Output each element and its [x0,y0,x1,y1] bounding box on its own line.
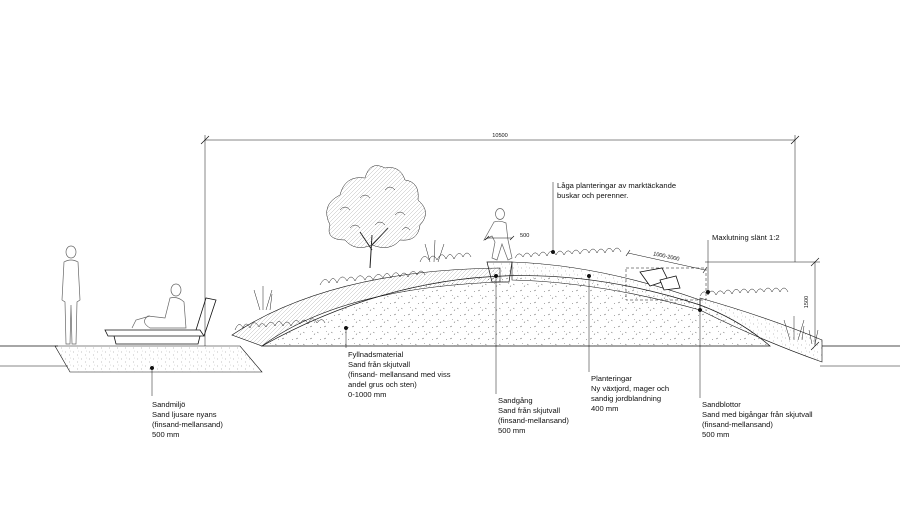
callout-sandgang: Sandgång Sand från skjutvall (finsand-me… [498,396,569,435]
tree [326,165,426,269]
callout-line: 500 mm [152,430,179,439]
person-standing-left [61,245,81,345]
callout-line: Sand ljusare nyans [152,410,217,419]
callout-line: Sand från skjutvall [498,406,560,415]
callout-line: (finsand-mellansand) [152,420,223,429]
callout-line: Planteringar [591,374,632,383]
callout-sandblottor: Sandblottor Sand med bigångar från skjut… [702,400,813,439]
path-width-dimension: 500 [484,233,529,241]
overall-width-label: 10500 [492,133,508,139]
callout-line: 0-1000 mm [348,390,386,399]
callout-line: (finsand-mellansand) [702,420,773,429]
callout-fyllnadsmaterial: Fyllnadsmaterial Sand från skjutvall (fi… [348,350,451,399]
callout-line: 400 mm [591,404,618,413]
overall-width-dimension: 10500 [200,133,800,346]
callout-maxlutning: Maxlutning slänt 1:2 [712,233,780,242]
callout-line: Sandmiljö [152,400,185,409]
callout-line: Sandblottor [702,400,741,409]
callout-line: Sand med bigångar från skjutvall [702,410,813,419]
leader-lines [149,182,711,398]
callout-line: 500 mm [702,430,729,439]
ground [0,345,900,367]
sand-blowout-area [699,297,823,363]
slope-span-dimension: 1000-2000 [625,249,708,274]
stones [639,267,681,291]
sand-bed-left [54,345,263,373]
callout-line: (finsand- mellansand med viss [348,370,451,379]
person-on-path [483,208,513,261]
fill-material-core [260,275,771,347]
dashed-planting-zone [625,267,707,301]
callout-laga-planteringar: Låga planteringar av marktäckande buskar… [557,181,676,200]
callout-line: Sand från skjutvall [348,360,410,369]
callout-line: Sandgång [498,396,533,405]
callout-line: Maxlutning slänt 1:2 [712,233,780,242]
sand-path-block [486,261,513,283]
callout-line: Ny växtjord, mager och [591,384,669,393]
callout-sandmiljo: Sandmiljö Sand ljusare nyans (finsand-me… [152,400,223,439]
callout-line: (finsand-mellansand) [498,416,569,425]
height-label: 1500 [804,296,810,308]
height-dimension: 1500 [705,257,820,351]
callout-planteringar: Planteringar Ny växtjord, mager och sand… [591,374,669,413]
callout-line: buskar och perenner. [557,191,628,200]
callout-line: 500 mm [498,426,525,435]
callout-line: Fyllnadsmaterial [348,350,404,359]
bench [104,297,217,345]
slope-span-label: 1000-2000 [652,251,679,262]
person-sitting [131,283,187,329]
callout-line: Låga planteringar av marktäckande [557,181,676,190]
path-width-label: 500 [520,233,529,239]
callout-line: andel grus och sten) [348,380,417,389]
vegetation [234,165,819,345]
callout-line: sandig jordblandning [591,394,661,403]
